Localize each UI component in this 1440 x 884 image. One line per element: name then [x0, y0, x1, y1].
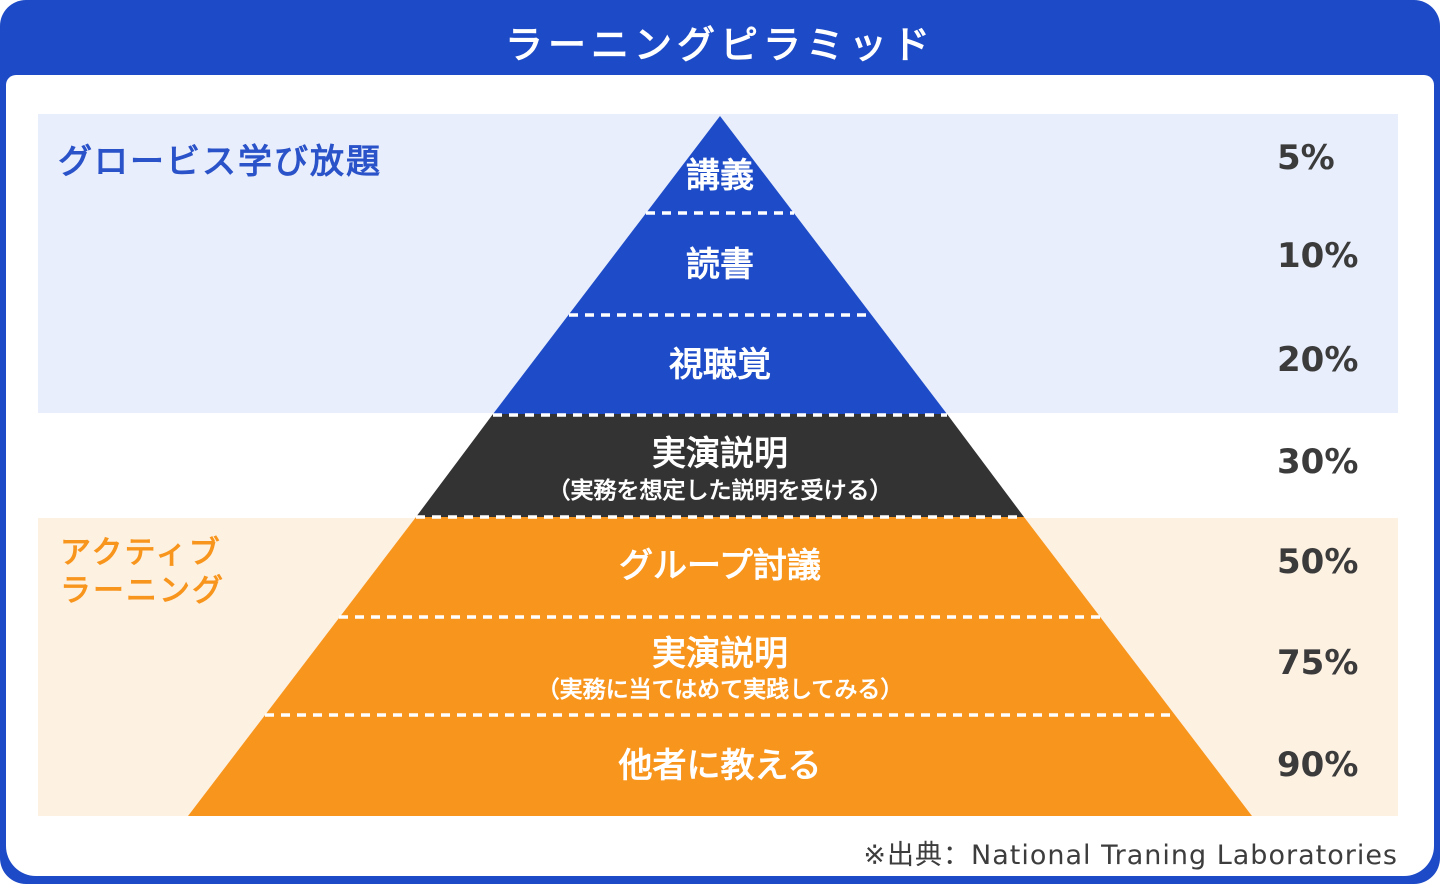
percent-group-discussion: 50% [1277, 542, 1359, 582]
percent-audiovisual: 20% [1277, 340, 1359, 380]
group-label-passive: グロービス学び放題 [58, 142, 382, 182]
source-note: ※出典：National Traning Laboratories [863, 840, 1398, 871]
pyramid-section-dark [416, 414, 1024, 517]
group-label-active: アクティブ ラーニング [60, 534, 225, 610]
percent-practice: 75% [1277, 643, 1359, 683]
pyramid-section-orange [188, 517, 1252, 816]
percent-demonstration: 30% [1277, 442, 1359, 482]
percent-teach-others: 90% [1277, 745, 1359, 785]
percent-reading: 10% [1277, 236, 1359, 276]
level-name-teach-others: 他者に教える [618, 746, 822, 786]
percent-lecture: 5% [1277, 138, 1335, 178]
pyramid-section-blue [493, 116, 947, 414]
level-name-reading: 読書 [686, 245, 754, 285]
level-name-audiovisual: 視聴覚 [669, 345, 771, 385]
group-label-active-line2: ラーニング [60, 573, 225, 609]
level-name-practice: 実演説明 [652, 634, 788, 674]
page-title: ラーニングピラミッド [504, 23, 935, 67]
level-name-lecture: 講義 [686, 156, 754, 196]
level-name-group-discussion: グループ討議 [619, 546, 821, 586]
group-label-active-line1: アクティブ [60, 535, 222, 571]
level-name-demonstration: 実演説明 [652, 434, 788, 474]
level-subtitle-practice: （実務に当てはめて実践してみる） [536, 677, 904, 703]
level-subtitle-demonstration: （実務を想定した説明を受ける） [547, 478, 893, 504]
